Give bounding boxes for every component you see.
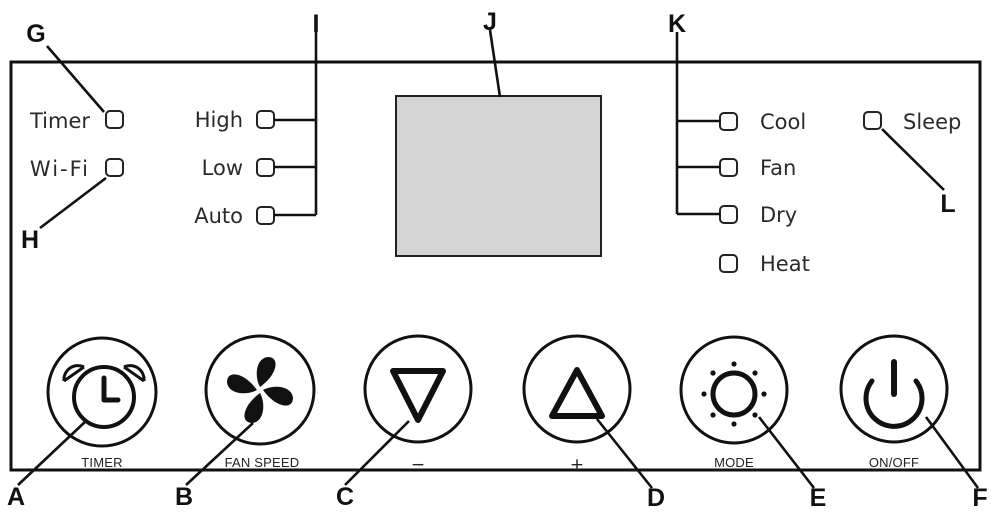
- plus-button-label: +: [570, 455, 584, 475]
- indicator-fan-light: [719, 158, 738, 177]
- power-icon: [863, 359, 925, 429]
- indicator-timer: Timer: [29, 109, 124, 133]
- indicator-dry-label: Dry: [760, 203, 797, 227]
- indicator-wifi: Wi-Fi: [30, 157, 124, 181]
- indicator-timer-label: Timer: [29, 109, 90, 133]
- callout-b: B: [175, 483, 193, 511]
- up-triangle-icon: [549, 367, 605, 419]
- indicator-mode-cool: Cool: [719, 110, 806, 134]
- callout-f: F: [972, 484, 987, 512]
- minus-button-label: −: [411, 455, 425, 475]
- fan-icon: [227, 357, 293, 423]
- leader-l: [881, 128, 945, 191]
- callout-i: I: [313, 10, 320, 38]
- indicator-wifi-label: Wi-Fi: [30, 157, 90, 181]
- indicator-mode-heat: Heat: [719, 252, 810, 276]
- indicator-mode-dry: Dry: [719, 203, 797, 227]
- mode-button[interactable]: MODE: [679, 335, 789, 470]
- leader-e: [757, 416, 816, 489]
- indicator-sleep: Sleep: [863, 110, 961, 134]
- callout-a: A: [7, 483, 25, 511]
- mode-button-label: MODE: [714, 455, 754, 470]
- indicator-wifi-light: [105, 158, 124, 177]
- callout-k: K: [668, 10, 686, 38]
- callout-g: G: [26, 20, 45, 48]
- callout-j: J: [483, 8, 497, 36]
- alarm-clock-icon: [62, 364, 146, 403]
- callout-d: D: [647, 484, 665, 512]
- indicator-sleep-label: Sleep: [903, 110, 961, 134]
- indicator-auto-label: Auto: [194, 204, 243, 228]
- indicator-sleep-light: [863, 111, 882, 130]
- indicator-cool-label: Cool: [760, 110, 806, 134]
- fan-speed-button-label: FAN SPEED: [225, 455, 300, 470]
- indicator-fan-high: High: [195, 108, 275, 132]
- leader-b: [185, 422, 254, 486]
- indicator-high-label: High: [195, 108, 243, 132]
- leader-j: [488, 29, 502, 98]
- lcd-display: [395, 95, 602, 257]
- indicator-fan-auto: Auto: [194, 204, 275, 228]
- plus-button[interactable]: +: [522, 334, 632, 475]
- indicator-auto-light: [256, 206, 275, 225]
- indicator-fan-low: Low: [202, 156, 275, 180]
- indicator-low-light: [256, 158, 275, 177]
- power-button-label: ON/OFF: [869, 455, 919, 470]
- leader-a: [17, 420, 87, 486]
- leader-k-bracket: [675, 32, 720, 216]
- leader-c: [344, 420, 410, 486]
- indicator-cool-light: [719, 112, 738, 131]
- callout-h: H: [21, 226, 39, 254]
- indicator-dry-light: [719, 205, 738, 224]
- leader-f: [924, 416, 980, 489]
- indicator-timer-light: [105, 110, 124, 129]
- callout-e: E: [810, 484, 827, 512]
- indicator-heat-label: Heat: [760, 252, 810, 276]
- down-triangle-icon: [390, 368, 446, 423]
- timer-button[interactable]: TIMER: [46, 336, 158, 470]
- indicator-low-label: Low: [202, 156, 243, 180]
- minus-button[interactable]: −: [363, 334, 473, 475]
- timer-button-label: TIMER: [81, 455, 122, 470]
- indicator-high-light: [256, 110, 275, 129]
- leader-d: [595, 418, 654, 489]
- fan-speed-button[interactable]: FAN SPEED: [204, 334, 316, 470]
- callout-l: L: [940, 190, 955, 218]
- sun-icon: [701, 361, 767, 427]
- indicator-fan-label: Fan: [760, 156, 796, 180]
- callout-c: C: [336, 483, 354, 511]
- leader-i-bracket: [274, 32, 318, 217]
- leader-h: [39, 176, 107, 230]
- indicator-heat-light: [719, 254, 738, 273]
- power-button[interactable]: ON/OFF: [839, 334, 949, 470]
- leader-g: [46, 45, 105, 113]
